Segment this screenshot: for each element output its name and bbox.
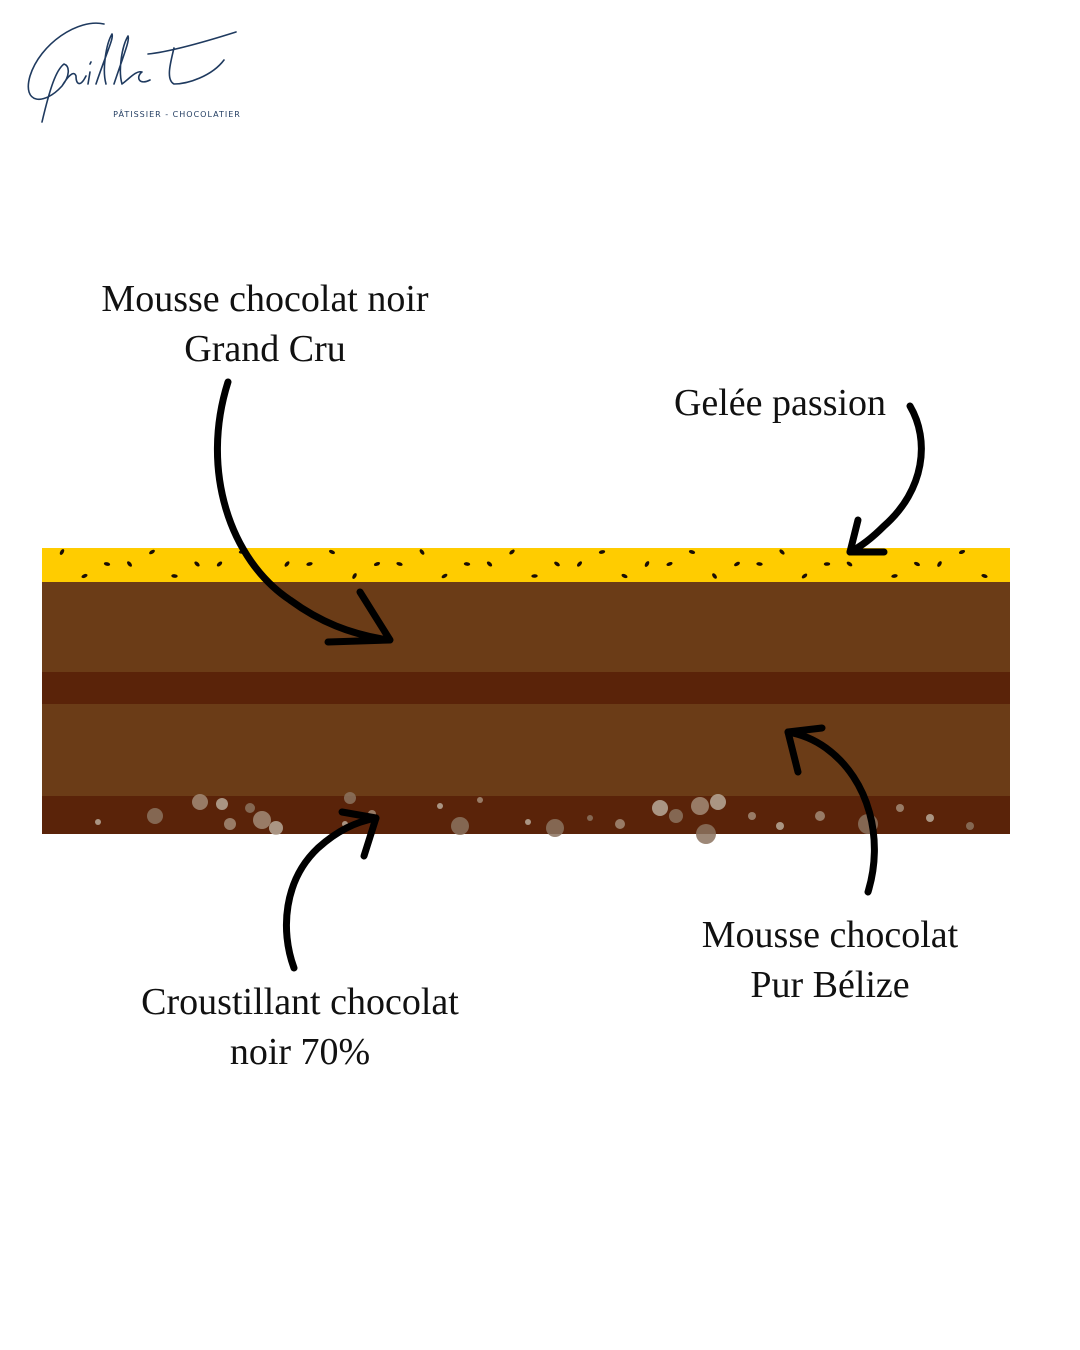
crumb [245, 803, 255, 813]
insert-layer [42, 672, 1010, 704]
seed [576, 561, 583, 567]
crumb [192, 794, 208, 810]
crumb [224, 818, 236, 830]
seed [463, 562, 471, 566]
crumb [269, 821, 283, 835]
label-gelee-passion: Gelée passion [650, 378, 910, 428]
seed [194, 561, 200, 567]
label-line: Croustillant chocolat [141, 981, 459, 1023]
crumb [587, 815, 593, 821]
crumb [525, 819, 531, 825]
crumb [615, 819, 625, 829]
crumb [858, 814, 878, 834]
label-line: Mousse chocolat [701, 914, 959, 956]
seed [127, 561, 132, 567]
brand-subtitle: PÂTISSIER - CHOCOLATIER [113, 110, 241, 119]
seed [531, 574, 538, 578]
crumb [966, 822, 974, 830]
seed [937, 561, 942, 567]
seed [396, 562, 403, 566]
seed [509, 549, 515, 555]
seed [598, 550, 606, 554]
seed [756, 562, 763, 566]
seed [486, 561, 493, 567]
crumb [344, 792, 356, 804]
seed [59, 549, 65, 555]
crumb [216, 798, 228, 810]
seed [801, 573, 808, 579]
label-mousse-belize: Mousse chocolat Pur Bélize [670, 910, 990, 1010]
seed [103, 562, 111, 566]
mousse-belize-layer [42, 704, 1010, 796]
crumb [368, 810, 376, 818]
seed [734, 561, 740, 567]
seed [981, 574, 988, 578]
crumb [546, 819, 564, 837]
crumb [451, 817, 469, 835]
label-line: Pur Bélize [750, 964, 910, 1006]
label-line: Grand Cru [184, 328, 346, 370]
label-mousse-grand-cru: Mousse chocolat noir Grand Cru [70, 274, 460, 374]
seed [891, 574, 898, 578]
croustillant-crumbs [95, 792, 974, 844]
crumb [253, 811, 271, 829]
crumb [896, 804, 904, 812]
seed [914, 561, 920, 567]
crumb [95, 819, 101, 825]
seed [712, 573, 717, 579]
seed [846, 561, 853, 567]
crumb [342, 821, 348, 827]
crumb [696, 824, 716, 844]
seed [441, 573, 448, 579]
crumb [691, 797, 709, 815]
label-line: noir 70% [229, 1031, 371, 1073]
seed [149, 549, 155, 555]
signature-logo [27, 22, 237, 123]
crumb [437, 803, 443, 809]
seed [666, 561, 673, 567]
crumb [652, 800, 668, 816]
seed [688, 550, 696, 554]
crumb [147, 808, 163, 824]
crumb [477, 797, 483, 803]
crumb [926, 814, 934, 822]
label-line: Gelée passion [673, 382, 887, 424]
crumb [669, 809, 683, 823]
seed [171, 574, 178, 578]
label-line: Mousse chocolat noir [101, 278, 429, 320]
seed [779, 549, 785, 555]
seed [554, 561, 560, 567]
label-croustillant: Croustillant chocolat noir 70% [100, 977, 500, 1077]
crumb [748, 812, 756, 820]
brand-logo: PÂTISSIER - CHOCOLATIER [18, 14, 248, 124]
crumb [815, 811, 825, 821]
crumb [776, 822, 784, 830]
mousse-grand-cru-layer [42, 582, 1010, 672]
seed [644, 561, 650, 567]
crumb [710, 794, 726, 810]
seed [823, 562, 831, 566]
seed [958, 549, 966, 555]
seed [419, 549, 425, 555]
gelee-layer [42, 548, 1010, 582]
seed [81, 573, 88, 579]
seed [621, 573, 628, 579]
